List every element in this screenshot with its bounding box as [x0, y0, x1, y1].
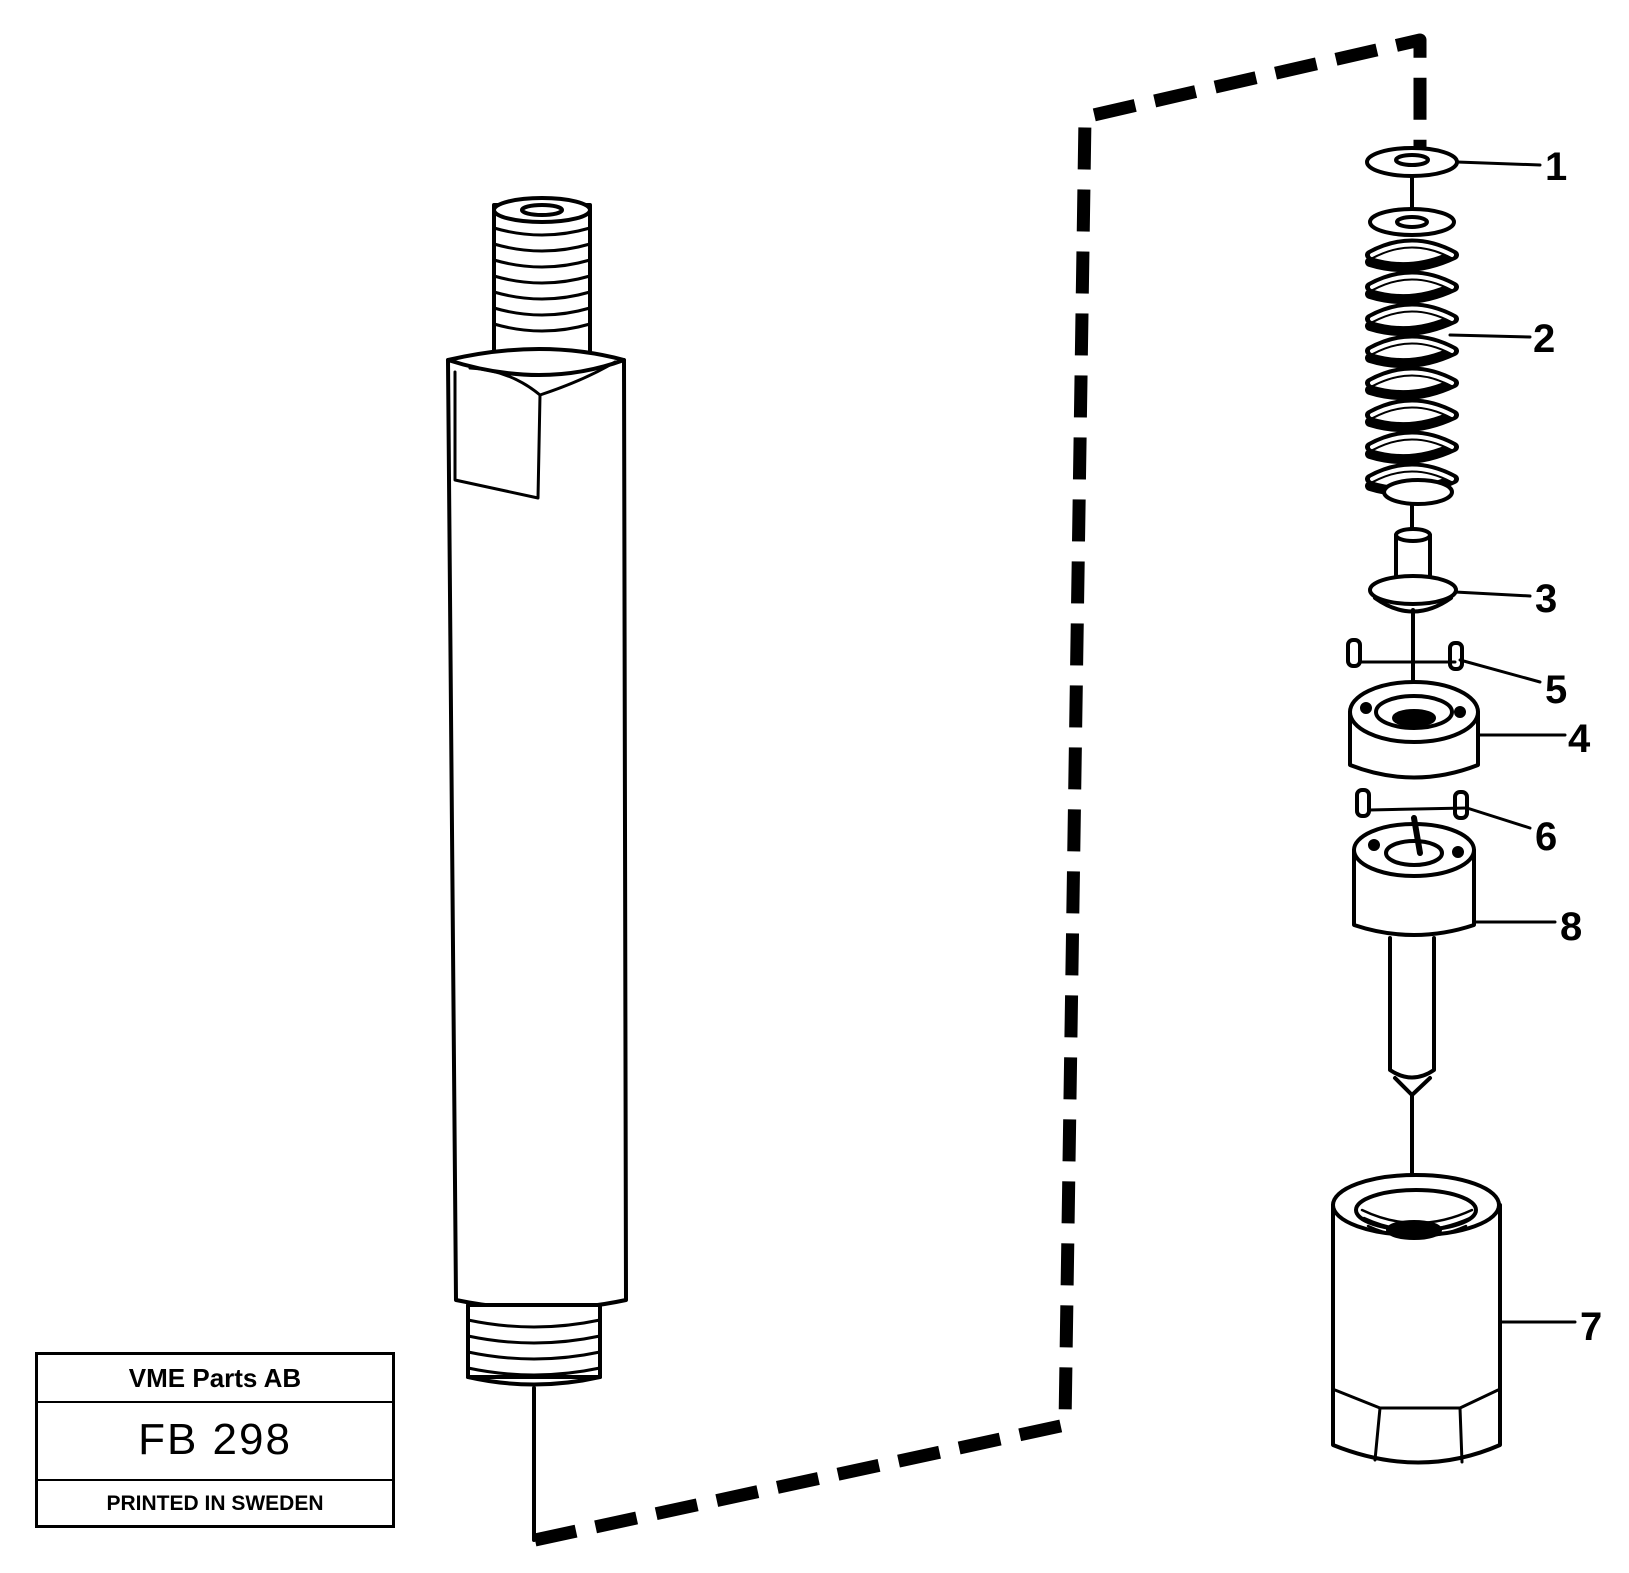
part-5-dowel-pins — [1346, 638, 1464, 671]
part-4-intermediate-disc — [1348, 680, 1480, 780]
callout-8: 8 — [1560, 905, 1582, 949]
callout-3: 3 — [1535, 577, 1557, 621]
callout-7: 7 — [1580, 1305, 1602, 1349]
stamp-company: VME Parts AB — [38, 1355, 392, 1403]
part-8-nozzle — [1352, 815, 1476, 1182]
part-2-spring — [1365, 207, 1459, 532]
callout-1: 1 — [1545, 145, 1567, 189]
injector-holder-body — [446, 196, 628, 1542]
leader-lines — [1358, 160, 1577, 1324]
part-1-washer — [1365, 146, 1459, 210]
stamp-figure-code: FB 298 — [38, 1401, 392, 1481]
callout-numbers: 1 2 3 5 4 6 8 7 — [1533, 145, 1602, 1349]
stamp-printed-note: PRINTED IN SWEDEN — [106, 1491, 324, 1515]
callout-5: 5 — [1545, 668, 1567, 712]
callout-6: 6 — [1535, 815, 1557, 859]
assembly-dashed-line — [533, 33, 1427, 1547]
part-3-pressure-pin — [1368, 527, 1458, 702]
title-stamp: VME Parts AB FB 298 PRINTED IN SWEDEN — [35, 1352, 395, 1528]
part-7-cap-nut — [1331, 1173, 1502, 1465]
callout-2: 2 — [1533, 317, 1555, 361]
part-6-dowel-pins — [1355, 788, 1469, 820]
callout-4: 4 — [1568, 717, 1591, 761]
